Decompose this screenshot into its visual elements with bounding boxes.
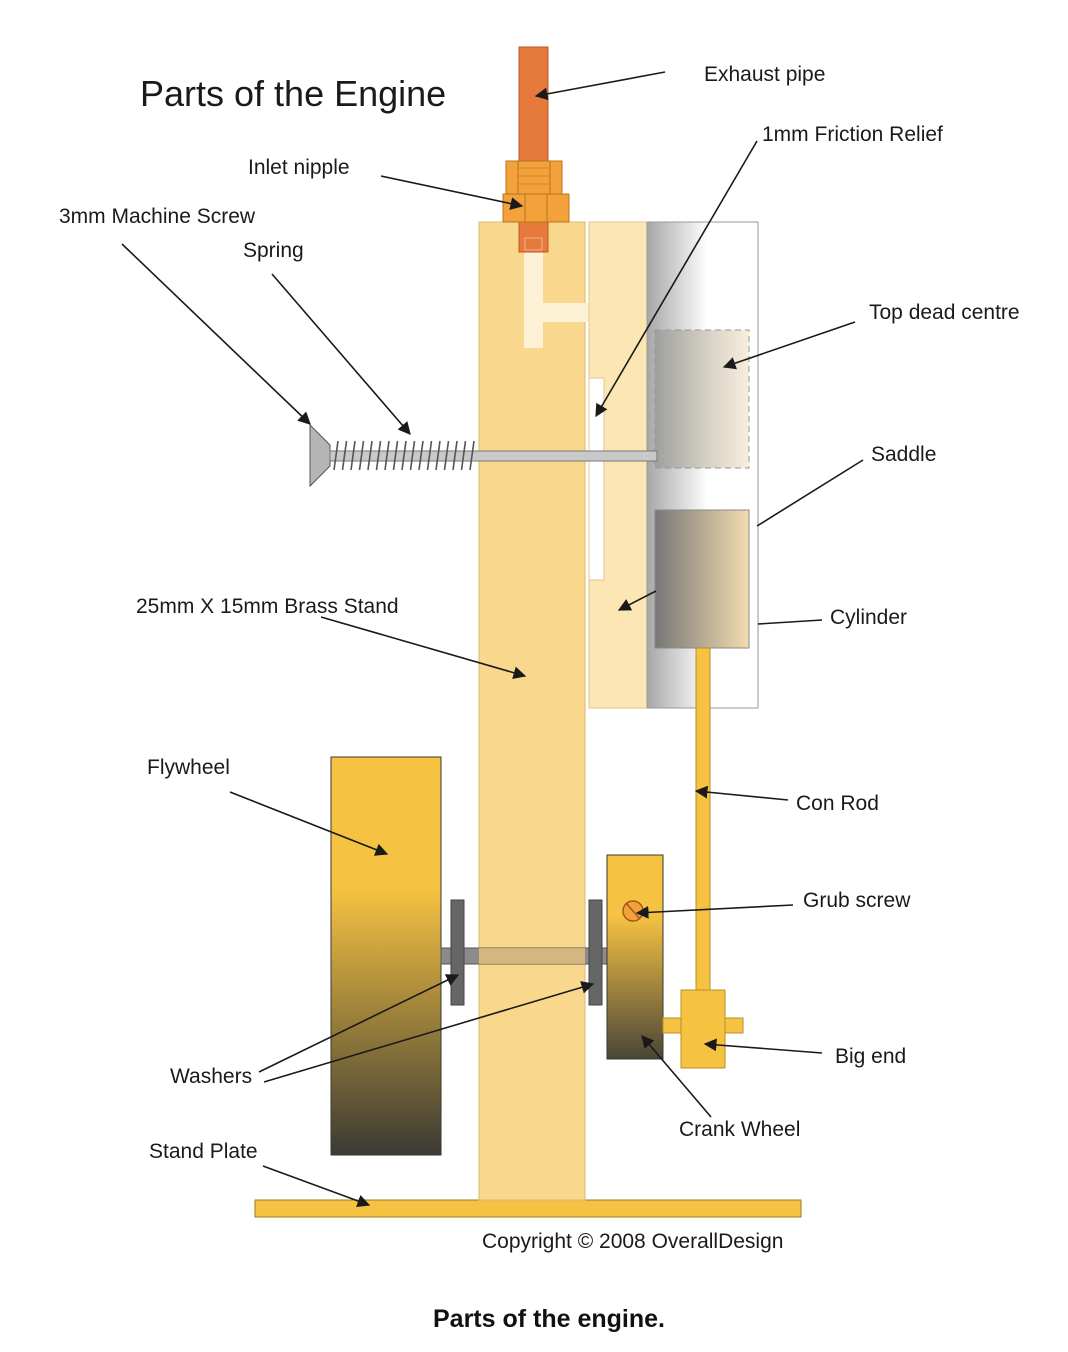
brass-stand	[478, 221, 586, 1201]
inlet-nut	[502, 193, 570, 223]
leader-stand-plate	[262, 1165, 371, 1208]
leader-saddle-area	[617, 590, 657, 611]
piston	[654, 509, 750, 649]
spring-coil	[375, 440, 382, 471]
leader-con-rod	[694, 785, 789, 801]
leader-inlet-nipple	[380, 175, 524, 210]
exhaust-pipe-bore	[524, 237, 543, 251]
label-cylinder: Cylinder	[830, 606, 907, 629]
washer-left	[450, 899, 465, 1006]
inlet-nipple-side-right	[549, 160, 563, 196]
leader-washer-right	[263, 981, 595, 1083]
spring-coil	[460, 440, 467, 471]
leader-grub-screw	[635, 904, 794, 919]
label-crank-wheel: Crank Wheel	[679, 1118, 800, 1141]
leader-machine-screw	[121, 243, 311, 425]
crank-wheel	[606, 854, 664, 1060]
spring-coil	[452, 440, 458, 471]
con-rod	[695, 647, 711, 994]
spring-coil	[367, 440, 373, 471]
spring-coil	[401, 440, 407, 471]
spring-coil	[392, 440, 399, 471]
leader-cylinder	[757, 619, 823, 625]
spring-coil	[426, 440, 433, 471]
spring-coil	[443, 440, 450, 471]
label-inlet-nipple: Inlet nipple	[248, 156, 350, 179]
leader-big-end	[703, 1038, 823, 1054]
spring	[333, 440, 475, 471]
spring-coil	[418, 440, 424, 471]
leader-flywheel	[229, 791, 389, 856]
leader-brass-stand	[320, 616, 527, 679]
label-washers: Washers	[170, 1065, 252, 1088]
label-brass-stand: 25mm X 15mm Brass Stand	[136, 595, 399, 618]
leader-saddle	[756, 459, 864, 527]
leader-top-dead-centre	[722, 321, 856, 370]
leader-washer-left	[258, 974, 460, 1073]
leader-crank-wheel	[641, 1035, 712, 1118]
spring-coil	[350, 440, 356, 471]
leader-exhaust-pipe	[534, 71, 666, 101]
label-grub-screw: Grub screw	[803, 889, 911, 912]
spring-coil	[384, 440, 390, 471]
label-spring: Spring	[243, 239, 304, 262]
label-big-end: Big end	[835, 1045, 906, 1068]
friction-relief-notch	[588, 377, 605, 581]
washer-right	[588, 899, 603, 1006]
spring-coil	[435, 440, 441, 471]
copyright-text: Copyright © 2008 OverallDesign	[482, 1230, 783, 1253]
inlet-nipple-side-left	[505, 160, 519, 196]
label-friction-relief: 1mm Friction Relief	[762, 123, 943, 146]
leader-spring	[271, 273, 411, 435]
machine-screw-shank	[329, 450, 658, 462]
flywheel	[330, 756, 442, 1156]
label-con-rod: Con Rod	[796, 792, 879, 815]
spring-coil	[333, 440, 339, 471]
spring-coil	[409, 440, 416, 471]
label-saddle: Saddle	[871, 443, 936, 466]
machine-screw-head	[309, 423, 331, 488]
diagram-title: Parts of the Engine	[140, 73, 446, 114]
label-flywheel: Flywheel	[147, 756, 230, 779]
leader-friction-relief	[595, 140, 758, 418]
label-exhaust-pipe: Exhaust pipe	[704, 63, 825, 86]
spring-coil	[341, 440, 348, 471]
figure-caption: Parts of the engine.	[433, 1305, 665, 1333]
stand-plate	[254, 1199, 802, 1218]
inlet-passage-vertical	[524, 250, 543, 348]
piston-top-dead-centre	[654, 329, 750, 469]
big-end	[680, 989, 726, 1069]
label-machine-screw: 3mm Machine Screw	[59, 205, 256, 228]
label-stand-plate: Stand Plate	[149, 1140, 258, 1163]
inlet-nipple-upper	[515, 160, 553, 196]
spring-coil	[469, 440, 475, 471]
axle-in-stand	[479, 948, 585, 964]
spring-coil	[358, 440, 365, 471]
label-top-dead-centre: Top dead centre	[869, 301, 1020, 324]
